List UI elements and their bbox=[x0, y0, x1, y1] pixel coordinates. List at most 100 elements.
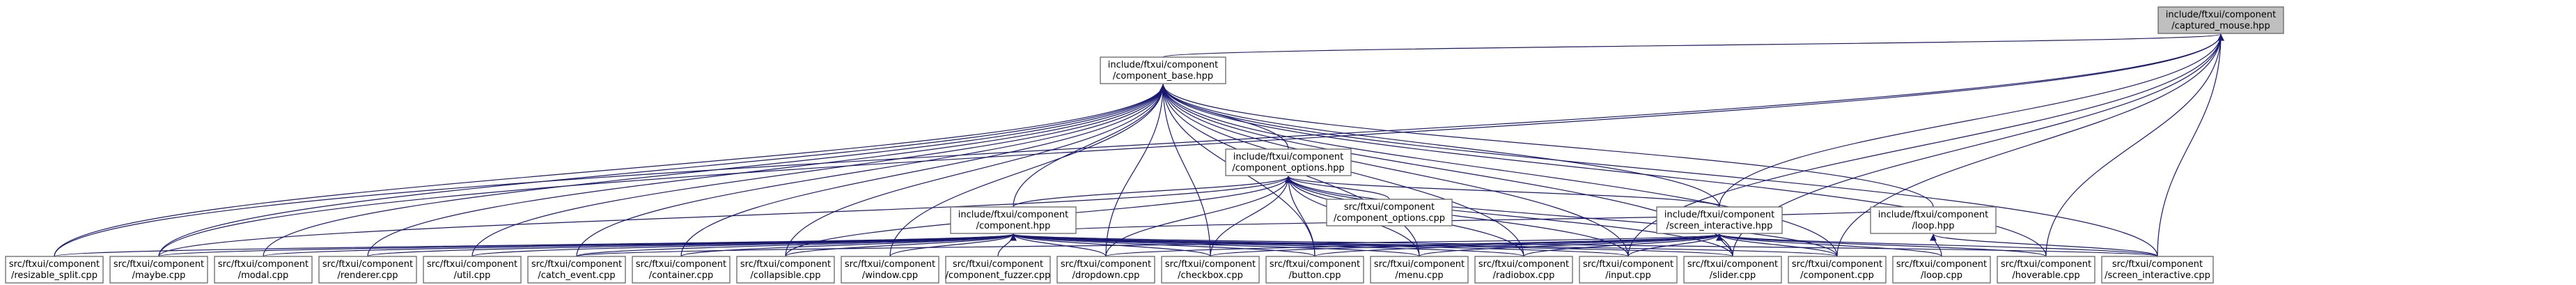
edge-loop_cpp-to-screen_interactive_hpp bbox=[1716, 233, 1942, 257]
node-label-line: /loop.cpp bbox=[1921, 270, 1962, 281]
node-label-line: include/ftxui/component bbox=[1664, 210, 1774, 220]
node-label-line: src/ftxui/component bbox=[322, 259, 413, 270]
edge-catch_event-to-component_base bbox=[576, 84, 1166, 257]
node-box bbox=[736, 256, 835, 284]
node-label-line: src/ftxui/component bbox=[9, 259, 100, 270]
node-label-line: include/ftxui/component bbox=[2166, 10, 2276, 20]
node-resizable-split[interactable]: src/ftxui/component/resizable_split.cpp bbox=[5, 256, 104, 284]
node-hoverable[interactable]: src/ftxui/component/hoverable.cpp bbox=[1997, 256, 2095, 284]
node-catch-event[interactable]: src/ftxui/component/catch_event.cpp bbox=[527, 256, 626, 284]
node-label-line: /util.cpp bbox=[454, 270, 491, 281]
edge-component_hpp-to-component_base bbox=[1013, 84, 1166, 208]
node-button[interactable]: src/ftxui/component/button.cpp bbox=[1265, 256, 1364, 284]
edge-input-to-component_options bbox=[1285, 176, 1629, 257]
node-renderer[interactable]: src/ftxui/component/renderer.cpp bbox=[318, 256, 417, 284]
edge-component_cpp-to-component_base bbox=[1160, 84, 1838, 257]
node-label-line: /component_options.hpp bbox=[1232, 163, 1344, 174]
node-label-line: /screen_interactive.cpp bbox=[2105, 270, 2210, 281]
node-label-line: /input.cpp bbox=[1605, 270, 1651, 281]
node-component-fuzzer[interactable]: src/ftxui/component/component_fuzzer.cpp bbox=[945, 256, 1051, 284]
node-label-line: src/ftxui/component bbox=[427, 259, 517, 270]
node-label-line: /catch_event.cpp bbox=[538, 270, 615, 281]
node-window[interactable]: src/ftxui/component/window.cpp bbox=[841, 256, 939, 284]
node-slider[interactable]: src/ftxui/component/slider.cpp bbox=[1683, 256, 1782, 284]
node-container[interactable]: src/ftxui/component/container.cpp bbox=[632, 256, 731, 284]
node-box bbox=[1161, 256, 1260, 284]
edge-screen_interactive_cpp-to-screen_interactive_hpp bbox=[1716, 233, 2158, 257]
node-box bbox=[945, 256, 1051, 284]
node-box bbox=[632, 256, 731, 284]
node-label-line: src/ftxui/component bbox=[1896, 259, 1987, 270]
node-label-line: src/ftxui/component bbox=[1687, 259, 1778, 270]
node-radiobox[interactable]: src/ftxui/component/radiobox.cpp bbox=[1474, 256, 1573, 284]
node-component-base[interactable]: include/ftxui/component/component_base.h… bbox=[1100, 56, 1226, 84]
node-label-line: src/ftxui/component bbox=[1374, 259, 1465, 270]
node-menu[interactable]: src/ftxui/component/menu.cpp bbox=[1370, 256, 1469, 284]
node-component-hpp[interactable]: include/ftxui/component/component.hpp bbox=[950, 206, 1077, 234]
node-label-line: /menu.cpp bbox=[1395, 270, 1443, 281]
edge-checkbox-to-component_base bbox=[1160, 84, 1211, 257]
edge-container-to-component_hpp bbox=[680, 233, 1017, 257]
node-screen-interactive-cpp[interactable]: src/ftxui/component/screen_interactive.c… bbox=[2101, 256, 2214, 284]
node-label-line: /captured_mouse.hpp bbox=[2171, 21, 2270, 31]
node-util[interactable]: src/ftxui/component/util.cpp bbox=[423, 256, 522, 284]
node-dropdown[interactable]: src/ftxui/component/dropdown.cpp bbox=[1056, 256, 1155, 284]
edge-window-to-component_hpp bbox=[889, 233, 1017, 257]
edge-maybe-to-component_hpp bbox=[158, 233, 1016, 257]
edge-component_cpp-to-captured_mouse bbox=[1836, 33, 2224, 257]
node-label-line: /dropdown.cpp bbox=[1072, 270, 1140, 281]
edge-button-to-component_options bbox=[1285, 176, 1316, 257]
node-screen-interactive-hpp[interactable]: include/ftxui/component/screen_interacti… bbox=[1656, 206, 1783, 234]
node-component-cpp[interactable]: src/ftxui/component/component.cpp bbox=[1788, 256, 1887, 284]
node-box bbox=[109, 256, 208, 284]
node-label-line: /modal.cpp bbox=[238, 270, 289, 281]
node-maybe[interactable]: src/ftxui/component/maybe.cpp bbox=[109, 256, 208, 284]
node-label-line: src/ftxui/component bbox=[1478, 259, 1569, 270]
node-box bbox=[1788, 256, 1887, 284]
node-label-line: /component_fuzzer.cpp bbox=[946, 270, 1051, 281]
node-label-line: src/ftxui/component bbox=[845, 259, 935, 270]
node-label-line: include/ftxui/component bbox=[1233, 152, 1343, 162]
node-label-line: src/ftxui/component bbox=[1270, 259, 1360, 270]
node-component-options[interactable]: include/ftxui/component/component_option… bbox=[1225, 148, 1352, 176]
edge-screen_interactive_hpp-to-component_options bbox=[1285, 176, 1720, 208]
edge-menu-to-screen_interactive_hpp bbox=[1419, 233, 1723, 257]
edge-component_hpp-to-component_options bbox=[1013, 176, 1292, 208]
node-box bbox=[1997, 256, 2095, 284]
node-label-line: src/ftxui/component bbox=[740, 259, 831, 270]
edge-resizable_split-to-captured_mouse bbox=[54, 33, 2224, 257]
node-box bbox=[1056, 256, 1155, 284]
node-label-line: /component_options.cpp bbox=[1334, 213, 1445, 224]
edge-input-to-component_base bbox=[1160, 84, 1629, 257]
node-label-line: src/ftxui/component bbox=[2001, 259, 2091, 270]
node-box bbox=[214, 256, 313, 284]
edge-screen_interactive_cpp-to-component_hpp bbox=[1010, 233, 2158, 257]
node-loop-hpp[interactable]: include/ftxui/component/loop.hpp bbox=[1870, 206, 1997, 234]
node-label-line: src/ftxui/component bbox=[114, 259, 204, 270]
edge-screen_interactive_hpp-to-captured_mouse bbox=[1719, 33, 2224, 208]
node-box bbox=[2157, 6, 2284, 34]
node-label-line: src/ftxui/component bbox=[2112, 259, 2203, 270]
edge-screen_interactive_hpp-to-component_base bbox=[1160, 84, 1720, 208]
node-label-line: /maybe.cpp bbox=[132, 270, 186, 281]
edge-hoverable-to-captured_mouse bbox=[2045, 33, 2224, 257]
node-box bbox=[423, 256, 522, 284]
node-captured-mouse[interactable]: include/ftxui/component/captured_mouse.h… bbox=[2157, 6, 2284, 34]
node-component-options-cpp[interactable]: src/ftxui/component/component_options.cp… bbox=[1326, 199, 1453, 226]
node-loop-cpp[interactable]: src/ftxui/component/loop.cpp bbox=[1892, 256, 1991, 284]
node-input[interactable]: src/ftxui/component/input.cpp bbox=[1579, 256, 1678, 284]
edge-util-to-component_hpp bbox=[471, 233, 1017, 257]
node-box bbox=[1225, 148, 1352, 176]
node-box bbox=[527, 256, 626, 284]
node-collapsible[interactable]: src/ftxui/component/collapsible.cpp bbox=[736, 256, 835, 284]
node-label-line: /container.cpp bbox=[649, 270, 714, 281]
node-label-line: /renderer.cpp bbox=[338, 270, 398, 281]
node-checkbox[interactable]: src/ftxui/component/checkbox.cpp bbox=[1161, 256, 1260, 284]
node-label-line: src/ftxui/component bbox=[1165, 259, 1256, 270]
edge-renderer-to-component_base bbox=[367, 84, 1166, 257]
node-modal[interactable]: src/ftxui/component/modal.cpp bbox=[214, 256, 313, 284]
node-box bbox=[318, 256, 417, 284]
node-label-line: /checkbox.cpp bbox=[1178, 270, 1243, 281]
node-box bbox=[1579, 256, 1678, 284]
